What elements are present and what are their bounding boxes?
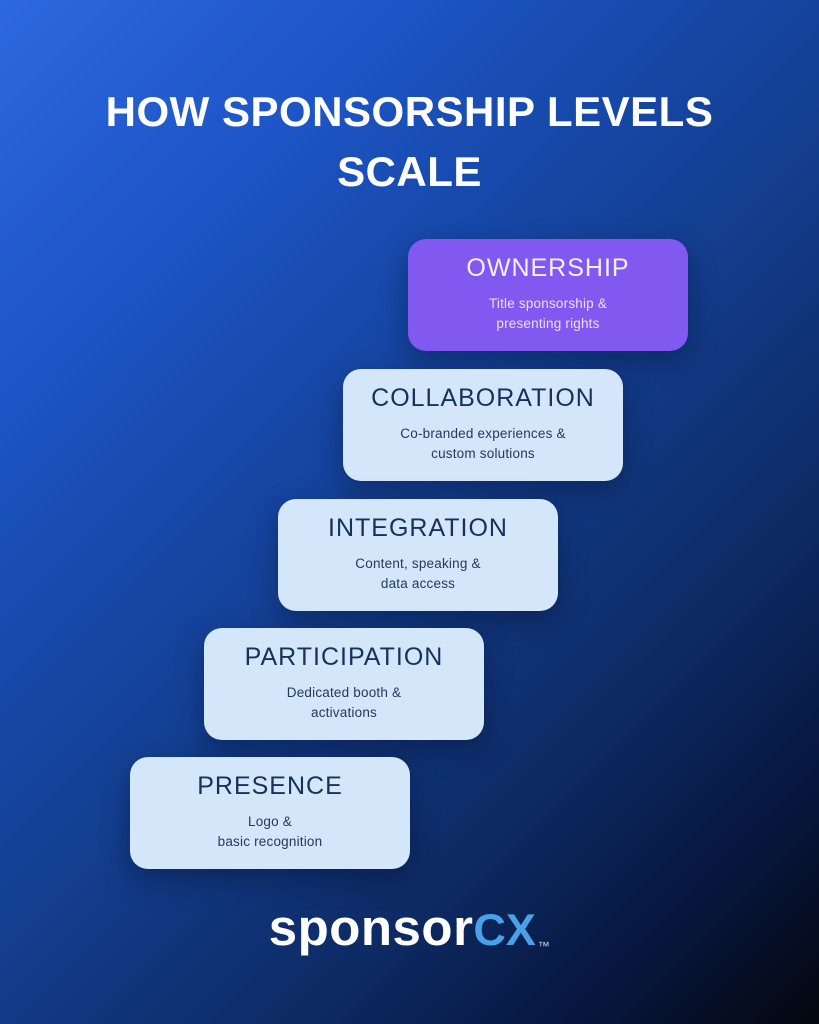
level-subtitle: Logo & basic recognition bbox=[218, 812, 323, 851]
level-card-participation: PARTICIPATION Dedicated booth & activati… bbox=[204, 628, 484, 740]
level-subtitle: Co-branded experiences & custom solution… bbox=[400, 424, 565, 463]
level-card-ownership: OWNERSHIP Title sponsorship & presenting… bbox=[408, 239, 688, 351]
level-subtitle-line-2: presenting rights bbox=[496, 316, 600, 331]
level-title: OWNERSHIP bbox=[466, 254, 630, 283]
level-subtitle-line-1: Dedicated booth & bbox=[286, 685, 402, 701]
page-title: HOW SPONSORSHIP LEVELS SCALE bbox=[0, 82, 819, 202]
level-title: INTEGRATION bbox=[328, 514, 508, 543]
level-subtitle: Dedicated booth & activations bbox=[287, 683, 401, 722]
level-subtitle-line-2: custom solutions bbox=[431, 446, 535, 461]
trademark-symbol: ™ bbox=[537, 938, 551, 953]
level-card-integration: INTEGRATION Content, speaking & data acc… bbox=[278, 499, 558, 611]
level-subtitle-line-2: data access bbox=[380, 576, 456, 591]
level-title: COLLABORATION bbox=[371, 384, 595, 413]
page-title-line-1: HOW SPONSORSHIP LEVELS bbox=[105, 88, 714, 135]
sponsorcx-logo: sponsor CX ™ bbox=[0, 897, 819, 958]
logo-word-cx: CX bbox=[473, 904, 536, 955]
level-card-presence: PRESENCE Logo & basic recognition bbox=[130, 757, 410, 869]
level-subtitle: Content, speaking & data access bbox=[355, 554, 480, 593]
level-card-collaboration: COLLABORATION Co-branded experiences & c… bbox=[343, 369, 623, 481]
level-subtitle-line-1: Title sponsorship & bbox=[488, 296, 608, 312]
level-subtitle-line-1: Logo & bbox=[248, 814, 292, 830]
level-subtitle-line-2: activations bbox=[311, 705, 377, 720]
level-subtitle-line-1: Co-branded experiences & bbox=[400, 426, 566, 442]
level-subtitle-line-1: Content, speaking & bbox=[355, 556, 481, 572]
page-title-line-2: SCALE bbox=[337, 148, 482, 195]
level-subtitle: Title sponsorship & presenting rights bbox=[489, 294, 607, 333]
level-title: PRESENCE bbox=[197, 772, 343, 801]
level-title: PARTICIPATION bbox=[244, 643, 444, 672]
logo-word-sponsor: sponsor bbox=[268, 899, 474, 956]
level-subtitle-line-2: basic recognition bbox=[217, 834, 323, 849]
